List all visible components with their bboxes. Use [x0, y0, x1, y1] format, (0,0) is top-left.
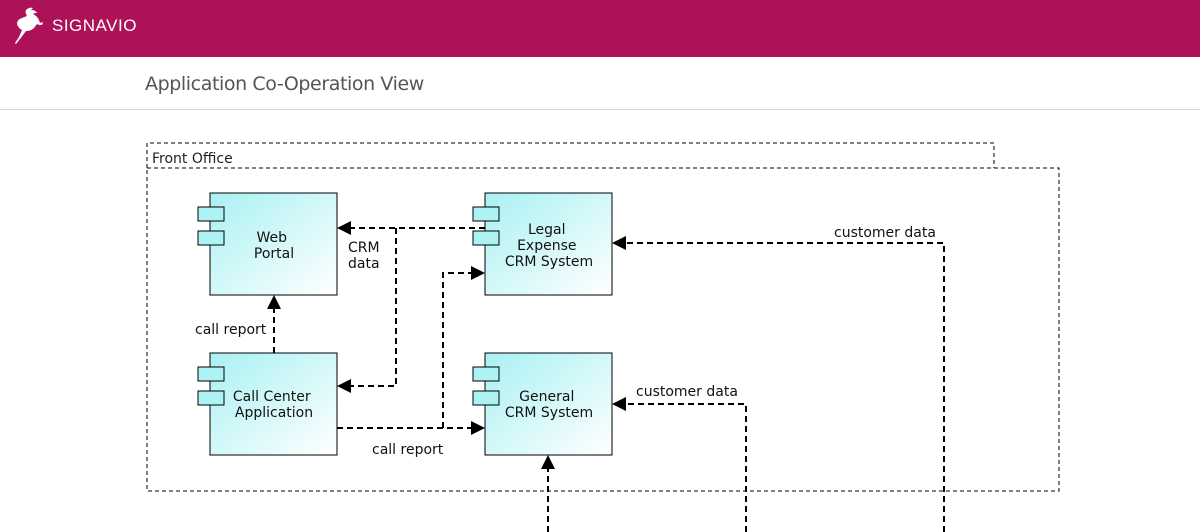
arrowhead — [612, 236, 626, 250]
component-port-icon — [197, 366, 225, 382]
svg-text:Legal Expense CRM: Legal Expense CRM System — [505, 222, 593, 270]
arrowhead — [471, 421, 485, 435]
title-bar: Application Co-Operation View — [0, 57, 1200, 110]
edge-customer-data-bottom — [625, 403, 747, 532]
node-label-line: Application — [235, 405, 313, 421]
node-label-line: General — [519, 389, 574, 405]
group-front-office[interactable]: Front Office — [146, 142, 1060, 492]
node-label-line: Call Center — [233, 389, 311, 405]
edge-label-customer-data-top: customer data — [834, 225, 936, 241]
edge-arrowheads — [267, 221, 626, 469]
antelope-logo-icon — [15, 7, 43, 44]
component-port-icon — [197, 390, 225, 406]
svg-text:Web Portal: Web Portal — [254, 230, 294, 262]
edge-label-line: data — [348, 256, 380, 272]
svg-text:General CRM System: General CRM System — [505, 389, 593, 421]
edge-call-report-to-legal — [442, 272, 472, 428]
edge-crm-data-to-call-center — [350, 228, 397, 387]
component-port-icon — [197, 230, 225, 246]
arrowhead — [337, 379, 351, 393]
arrowhead — [612, 397, 626, 411]
signavio-logo[interactable]: SIGNAVIO — [12, 6, 137, 46]
arrowhead — [267, 295, 281, 309]
edge-label-call-report-vertical: call report — [195, 322, 267, 338]
component-port-icon — [472, 206, 500, 222]
component-port-icon — [472, 230, 500, 246]
top-bar: SIGNAVIO — [0, 0, 1200, 57]
node-label-line: CRM System — [505, 405, 593, 421]
component-port-icon — [472, 390, 500, 406]
component-web-portal[interactable]: Web Portal — [197, 192, 338, 296]
component-legal-expense-crm[interactable]: Legal Expense CRM System — [472, 192, 613, 296]
arrowhead — [541, 455, 555, 469]
edge-label-crm-data: CRM data — [348, 240, 384, 272]
node-label-line: Web — [257, 230, 288, 246]
group-label: Front Office — [152, 151, 233, 167]
page-title: Application Co-Operation View — [145, 73, 424, 95]
arrowhead — [337, 221, 351, 235]
arrowhead — [471, 266, 485, 280]
component-general-crm-system[interactable]: General CRM System — [472, 352, 613, 456]
component-port-icon — [197, 206, 225, 222]
edge-customer-data-top — [625, 242, 945, 532]
edge-label-call-report-horizontal: call report — [372, 442, 444, 458]
edge-label-customer-data-bottom: customer data — [636, 384, 738, 400]
component-call-center-application[interactable]: Call Center Application — [197, 352, 338, 456]
svg-text:Call Center Application: Call Center Application — [233, 389, 315, 421]
node-label-line: CRM System — [505, 254, 593, 270]
node-label-line: Legal — [528, 222, 566, 238]
edge-label-line: CRM — [348, 240, 380, 256]
node-label-line: Expense — [517, 238, 576, 254]
component-port-icon — [472, 366, 500, 382]
brand-name: SIGNAVIO — [52, 16, 137, 35]
node-label-line: Portal — [254, 246, 294, 262]
